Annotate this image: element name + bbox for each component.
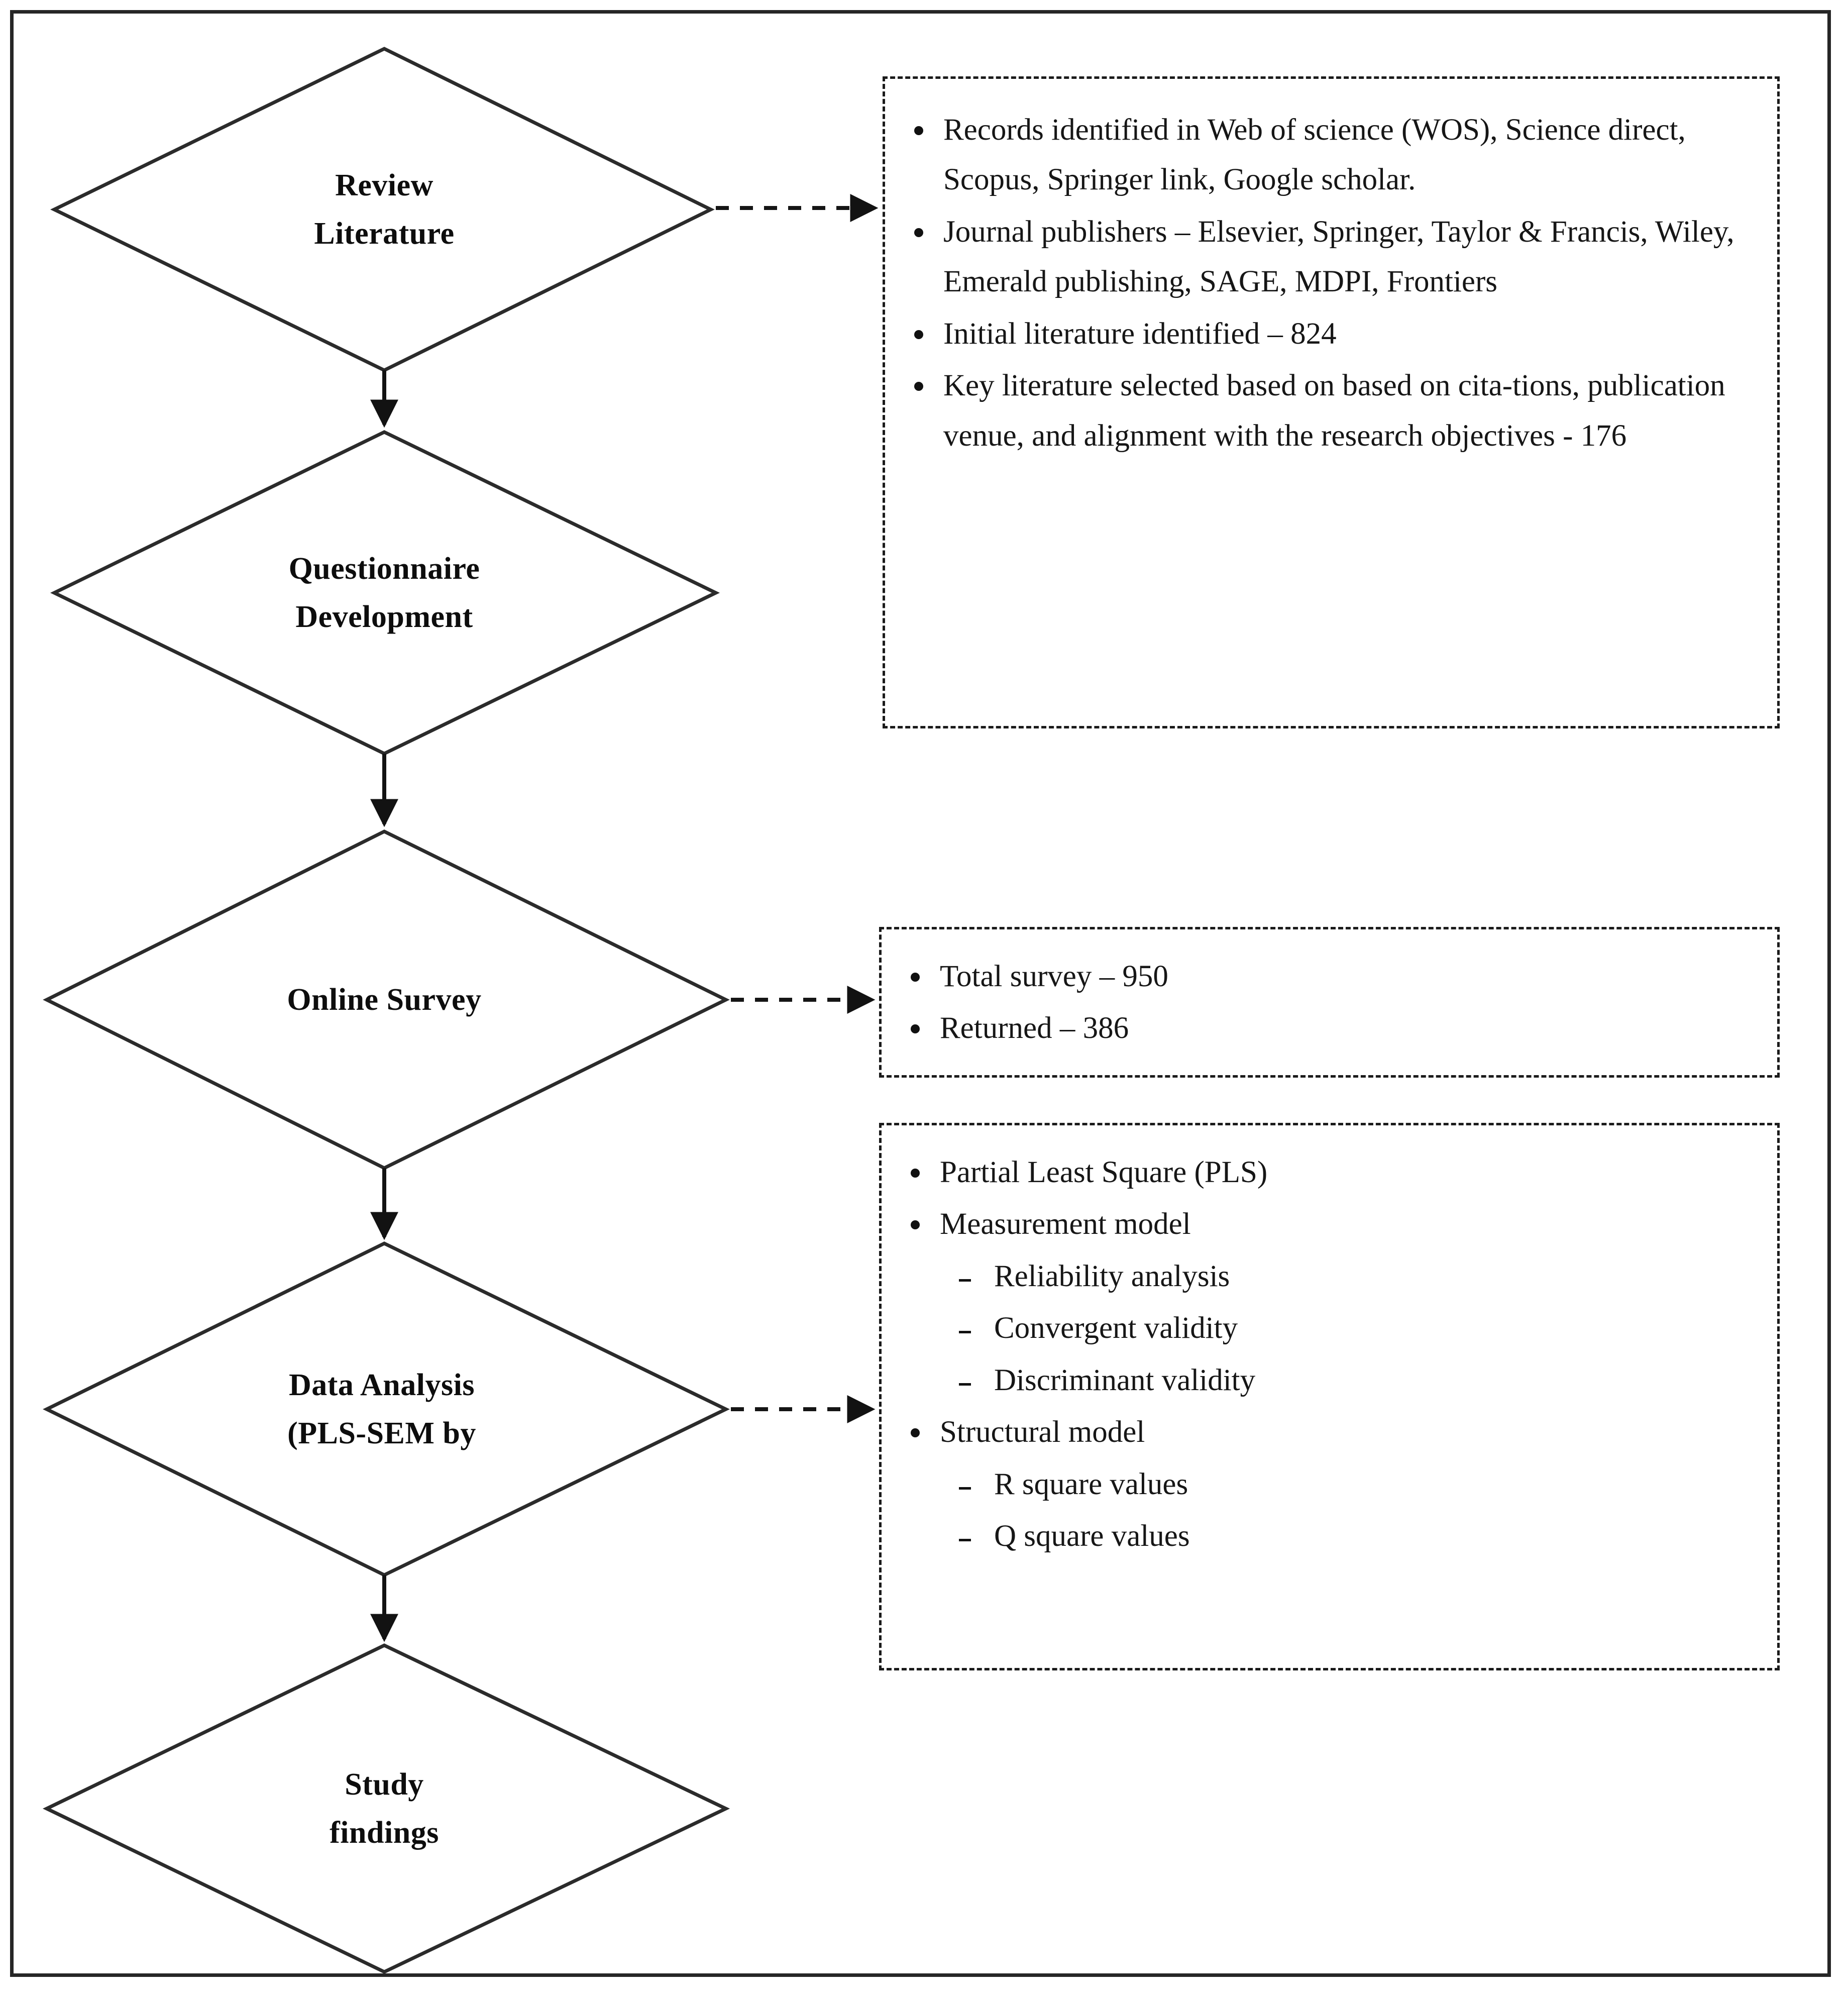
bullet-list-literature: Records identified in Web of science (WO…: [897, 105, 1754, 461]
list-item: Key literature selected based on based o…: [897, 361, 1754, 461]
list-item: R square values: [894, 1459, 1754, 1509]
bullet-list-survey: Total survey – 950 Returned – 386: [894, 952, 1754, 1054]
list-item: Structural model: [894, 1407, 1754, 1457]
list-item: Initial literature identified – 824: [897, 309, 1754, 359]
list-item: Measurement model: [894, 1199, 1754, 1249]
node-label-study-findings: Study findings: [330, 1767, 439, 1850]
list-item: Journal publishers – Elsevier, Springer,…: [897, 207, 1754, 307]
list-item: Partial Least Square (PLS): [894, 1147, 1754, 1197]
list-item: Convergent validity: [894, 1303, 1754, 1353]
list-item: Reliability analysis: [894, 1251, 1754, 1301]
list-item: Total survey – 950: [894, 952, 1754, 1001]
detail-box-analysis-details: Partial Least Square (PLS) Measurement m…: [879, 1123, 1780, 1670]
node-label-data-analysis: Data Analysis (PLS-SEM by: [287, 1368, 476, 1450]
node-label-online-survey: Online Survey: [287, 982, 482, 1017]
detail-box-survey-details: Total survey – 950 Returned – 386: [879, 927, 1780, 1078]
list-item: Q square values: [894, 1511, 1754, 1561]
list-item: Returned – 386: [894, 1003, 1754, 1053]
list-item: Records identified in Web of science (WO…: [897, 105, 1754, 205]
node-label-review-literature: Review Literature: [314, 168, 455, 251]
list-item: Discriminant validity: [894, 1355, 1754, 1405]
detail-box-literature-details: Records identified in Web of science (WO…: [883, 76, 1780, 728]
node-label-questionnaire-development: Questionnaire Development: [288, 551, 480, 634]
bullet-list-analysis: Partial Least Square (PLS) Measurement m…: [894, 1147, 1754, 1561]
